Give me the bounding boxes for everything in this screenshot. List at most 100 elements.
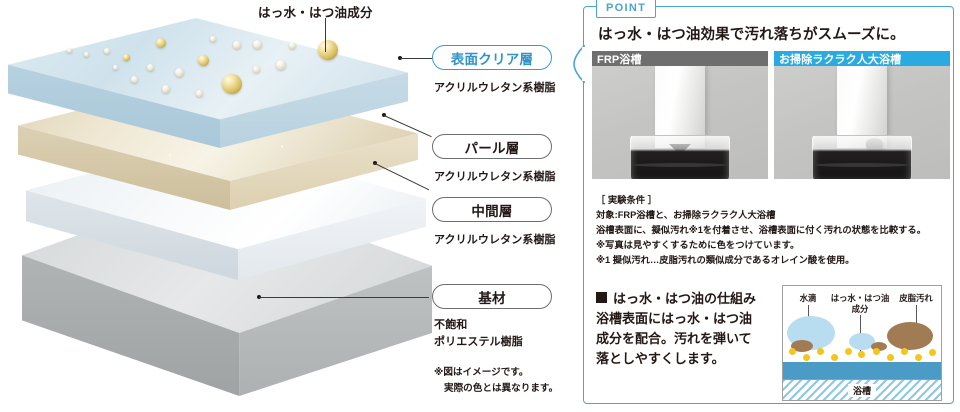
test-plate (837, 66, 887, 148)
point-headline: はっ水・はつ油効果で汚れ落ちがスムーズに。 (598, 27, 905, 43)
repellent-coating-band (783, 362, 941, 380)
layer-structure-diagram: はっ水・はつ油成分 表面クリア層 アクリルウレタン系樹脂 パール層 アクリルウレ… (0, 0, 559, 412)
layer-material-clear: アクリルウレタン系樹脂 (434, 82, 556, 94)
beaker (812, 135, 912, 179)
agent-particle (887, 354, 894, 361)
water-repellent-bead (276, 60, 286, 70)
water-repellent-bead (175, 68, 184, 77)
leader-dot-middle (373, 161, 377, 165)
callout-leader-line (325, 18, 326, 52)
agent-particle (817, 348, 824, 355)
agent-particle (789, 348, 796, 355)
condition-line-0: ［ 実験条件 ］ (596, 195, 657, 205)
condition-line-2: 浴槽表面に、擬似汚れ※1を付着させ、浴槽表面に付く汚れの状態を比較する。 (596, 225, 927, 236)
illustration-label-grease: 皮脂汚れ (899, 293, 933, 303)
mechanism-illustration: 水滴 はっ水・はつ油 成分 皮脂汚れ (782, 285, 942, 401)
grease-droplet-tiny (871, 342, 887, 351)
illustration-label-water: 水滴 (799, 293, 817, 303)
water-repellent-bead (253, 40, 262, 49)
layer-label-pearl-text: パール層 (464, 140, 520, 156)
mechanism-body: 浴槽表面にはっ水・はつ油 成分を配合。汚れを弾いて 落としやすくします。 (596, 309, 786, 368)
mechanism-body-line1: 浴槽表面にはっ水・はつ油 (596, 311, 753, 326)
photo-caption-frp: FRP浴槽 (592, 51, 768, 66)
agent-particle (845, 348, 852, 355)
water-repellent-bead (233, 41, 241, 49)
photo-card-frp: FRP浴槽 (592, 51, 768, 179)
point-panel: POINT はっ水・はつ油効果で汚れ落ちがスムーズに。 FRP浴槽 お掃除ラクラ… (573, 0, 954, 404)
condition-line-3: ※写真は見やすくするために色をつけています。 (596, 240, 800, 251)
agent-particle (803, 354, 810, 361)
layer-label-base[interactable]: 基材 (432, 284, 552, 309)
point-badge-text: POINT (606, 2, 647, 14)
water-droplet-small (849, 333, 875, 350)
photo-caption-artificial-marble: お掃除ラクラク人大浴槽 (774, 51, 950, 66)
exploded-layer-stack (0, 0, 432, 412)
grease-droplet-large (887, 322, 933, 350)
agent-particle (915, 354, 922, 361)
agent-particle (929, 349, 936, 356)
experiment-conditions: ［ 実験条件 ］ 対象:FRP浴槽と、お掃除ラクラク人大浴槽 浴槽表面に、擬似汚… (596, 193, 926, 268)
mechanism-heading-text: はっ水・はつ油の仕組み (613, 291, 757, 306)
water-repellent-bead (131, 76, 138, 83)
layer-label-base-text: 基材 (478, 290, 506, 306)
water-repellent-bead (156, 38, 166, 48)
illustration-label-tub: 浴槽 (847, 383, 876, 397)
layer-material-pearl: アクリルウレタン系樹脂 (434, 171, 556, 183)
mechanism-body-line3: 落としやすくします。 (596, 350, 725, 366)
test-plate (655, 66, 705, 148)
mechanism-body-line2: 成分を配合。汚れを弾いて (596, 330, 752, 346)
water-repellent-bead (162, 85, 170, 93)
layer-material-middle: アクリルウレタン系樹脂 (434, 234, 556, 246)
leader-line-clear (400, 58, 432, 59)
water-repellent-bead (222, 74, 242, 94)
illustration-label-agent-line1: はっ水・はつ油 (830, 293, 890, 303)
water-repellent-bead (67, 48, 72, 53)
beaker (630, 135, 730, 179)
agent-particle (831, 354, 838, 361)
comparison-photos: FRP浴槽 お掃除ラクラク人大浴槽 (592, 51, 950, 179)
panel-notch-mask (582, 47, 585, 81)
agent-particle (901, 348, 908, 355)
water-repellent-bead (318, 40, 338, 60)
illustration-leader-water (808, 305, 809, 323)
point-badge: POINT (596, 0, 657, 18)
photo-image-frp (592, 66, 768, 179)
water-repellent-bead (196, 90, 203, 97)
tub-surface-band: 浴槽 (783, 379, 941, 400)
layer-label-clear-text: 表面クリア層 (450, 51, 534, 67)
layer-label-middle[interactable]: 中間層 (432, 197, 552, 222)
water-repellent-bead (123, 54, 130, 61)
leader-line-base (259, 297, 429, 298)
water-repellent-bead (104, 48, 110, 54)
water-repellent-bead (253, 66, 260, 73)
water-repellent-bead (289, 42, 296, 49)
liquid-surface (815, 163, 909, 167)
water-repellent-bead (210, 36, 216, 42)
water-repellent-bead (198, 55, 209, 66)
layer-block-clear (8, 18, 408, 148)
diagram-disclaimer-line1: ※図はイメージです。 (434, 367, 529, 378)
callout-water-repellent-label: はっ水・はつ油成分 (258, 6, 373, 20)
photo-image-artificial-marble (774, 66, 950, 179)
liquid-surface (633, 163, 727, 167)
water-repellent-bead (84, 52, 89, 57)
leader-dot-pearl (382, 113, 386, 117)
photo-card-artificial-marble: お掃除ラクラク人大浴槽 (774, 51, 950, 179)
illustration-leader-grease (916, 305, 917, 334)
water-repellent-bead (147, 64, 154, 71)
agent-particle (858, 351, 865, 358)
agent-particle (873, 348, 880, 355)
square-bullet-icon (596, 292, 607, 303)
diagram-disclaimer-line2: 実際の色とは異なります。 (444, 383, 559, 394)
condition-line-1: 対象:FRP浴槽と、お掃除ラクラク人大浴槽 (596, 210, 776, 221)
layer-label-clear[interactable]: 表面クリア層 (432, 45, 552, 70)
layer-label-middle-text: 中間層 (471, 203, 513, 219)
condition-line-4: ※1 擬似汚れ…皮脂汚れの類似成分であるオレイン酸を使用。 (596, 255, 855, 266)
illustration-label-agent-line2: 成分 (851, 304, 869, 314)
layer-material-base-line1: 不飽和 (434, 319, 468, 331)
grease-droplet-small (791, 340, 813, 352)
layer-label-pearl[interactable]: パール層 (432, 134, 552, 159)
water-repellent-bead (113, 65, 118, 70)
layer-material-base-line2: ポリエステル樹脂 (434, 336, 523, 348)
